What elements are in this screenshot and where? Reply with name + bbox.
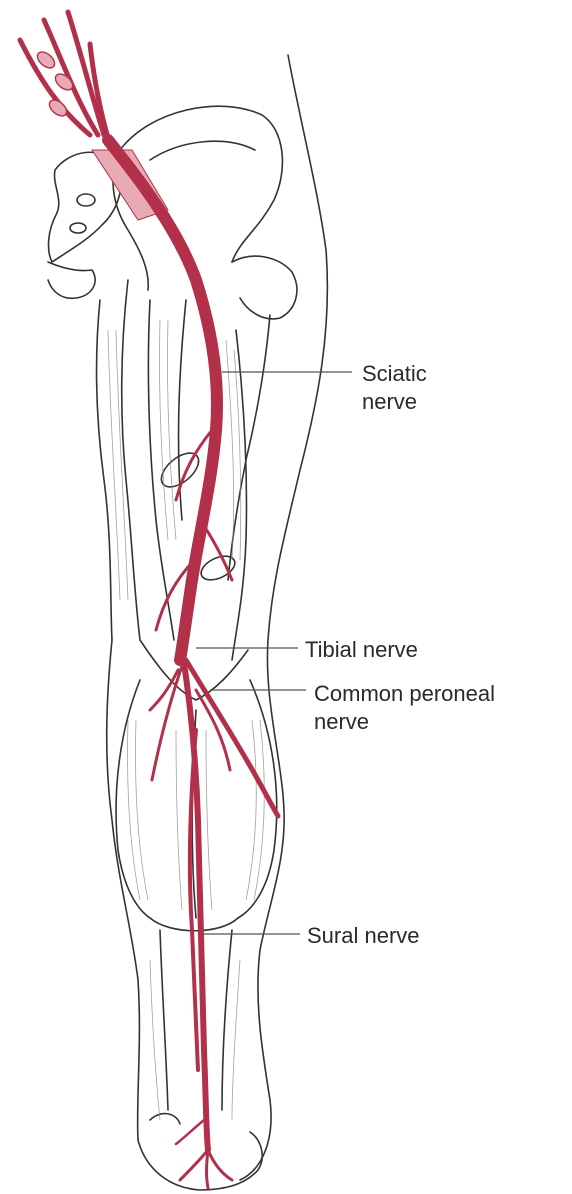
sacral-foramen (70, 223, 86, 233)
nerve-plexus-ovals (34, 49, 75, 119)
tibial-nerve-label: Tibial nerve (305, 636, 418, 664)
sacral-foramen (77, 194, 95, 206)
calf-lower-edge (150, 918, 238, 931)
plantar-branch (180, 1150, 208, 1180)
lower-leg-lateral (222, 930, 232, 1110)
muscle-shading (108, 320, 264, 1120)
lower-leg-medial (160, 930, 168, 1110)
iliac-inner (150, 141, 255, 160)
common-peroneal-nerve-label: Common peroneal nerve (314, 680, 495, 736)
femur-head (232, 256, 297, 319)
plantar-branch (208, 1150, 232, 1180)
thigh-inner-line (122, 280, 140, 640)
leg-left-contour (107, 640, 140, 1140)
sciatic-nerve (108, 140, 217, 660)
coccyx (48, 262, 95, 298)
plantar-branch (207, 1150, 209, 1188)
hamstring-medial (148, 300, 174, 640)
sural-nerve-label: Sural nerve (307, 922, 420, 950)
sciatic-nerve-label: Sciatic nerve (362, 360, 427, 416)
outer-body-contour (240, 55, 327, 1180)
ankle-bone (150, 1114, 180, 1124)
thigh-left-contour (97, 300, 112, 640)
nerve-trunks (108, 140, 278, 1188)
muscular-branch (200, 520, 232, 580)
